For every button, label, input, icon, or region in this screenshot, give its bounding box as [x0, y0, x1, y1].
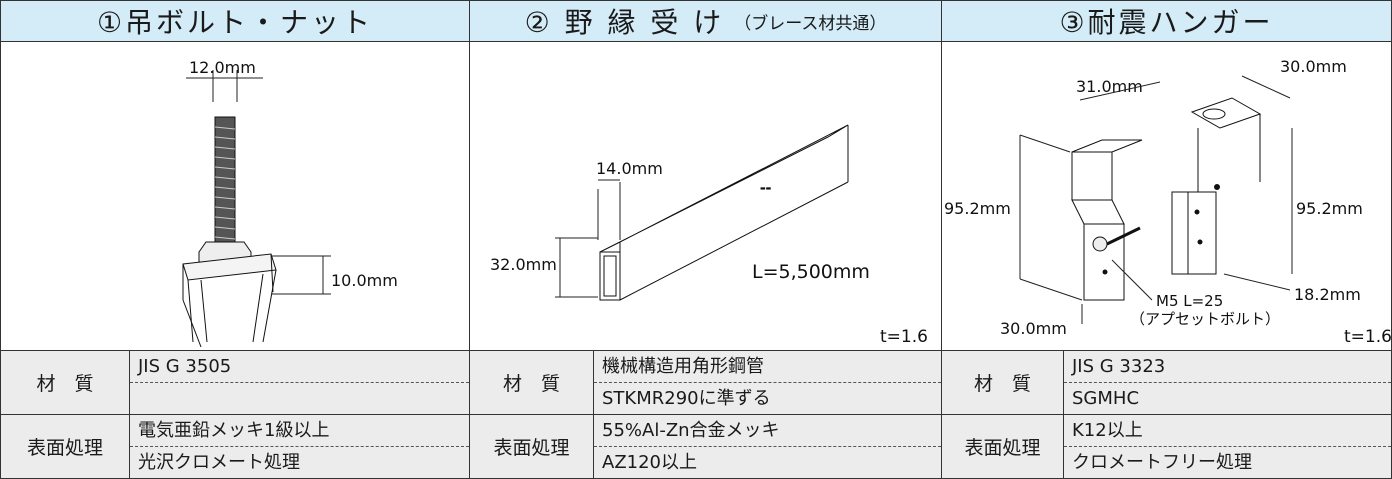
- hanger-height-right: 95.2mm: [1296, 199, 1363, 218]
- seismic-hanger-drawing: 31.0mm 30.0mm 95.2mm: [944, 57, 1392, 347]
- column-3-surface-label: 表面処理: [941, 414, 1064, 479]
- column-2-header: ② 野 縁 受 け （ブレース材共通）: [469, 0, 942, 42]
- column-1-title: ①吊ボルト・ナット: [96, 6, 374, 39]
- hanger-width-dim: 30.0mm: [1000, 319, 1067, 338]
- column-3-surface: K12以上 クロメートフリー処理: [1063, 414, 1392, 479]
- column-1-drawing-cell: 12.0mm: [0, 41, 470, 351]
- stamp-mark: ▬▬: [760, 185, 772, 192]
- column-2-surface-line-2: AZ120以上: [602, 452, 698, 473]
- column-1-material-line-2: [130, 383, 469, 415]
- column-2-drawing-cell: 14.0mm ▬▬ 32.0mm L=5,500mm t=1.6: [469, 41, 942, 351]
- column-3-material: JIS G 3323 SGMHC: [1063, 350, 1392, 415]
- column-3-drawing-cell: 31.0mm 30.0mm 95.2mm: [941, 41, 1392, 351]
- bolt-callout-line-1: M5 L=25: [1156, 292, 1223, 310]
- suspension-bolt-drawing: 12.0mm: [182, 58, 398, 348]
- column-2-material-label: 材 質: [469, 350, 594, 415]
- column-1-material-label: 材 質: [0, 350, 130, 415]
- column-2-material-line-1: 機械構造用角形鋼管: [594, 351, 941, 383]
- column-3-material-label: 材 質: [941, 350, 1064, 415]
- hanger-thickness: t=1.6: [1344, 327, 1392, 347]
- column-1-material: JIS G 3505: [129, 350, 470, 415]
- column-3-material-line-1: JIS G 3323: [1064, 351, 1391, 383]
- clip-height-dim: 10.0mm: [331, 271, 398, 290]
- column-3-material-line-2: SGMHC: [1072, 388, 1140, 409]
- column-3-surface-line-2: クロメートフリー処理: [1072, 452, 1252, 473]
- column-2-title-note: （ブレース材共通）: [734, 13, 887, 34]
- column-1-material-line-1: JIS G 3505: [130, 351, 469, 383]
- hanger-flange-dim: 18.2mm: [1294, 285, 1361, 304]
- column-2-surface-label: 表面処理: [469, 414, 594, 479]
- column-3-header: ③耐震ハンガー: [941, 0, 1392, 42]
- joist-width-dim: 14.0mm: [596, 159, 663, 178]
- column-1-surface-line-2: 光沢クロメート処理: [138, 452, 300, 473]
- joist-length: L=5,500mm: [752, 261, 870, 283]
- column-2-material: 機械構造用角形鋼管 STKMR290に準ずる: [593, 350, 942, 415]
- hanger-dim-a: 31.0mm: [1076, 77, 1143, 96]
- column-2-surface-line-1: 55%Al-Zn合金メッキ: [594, 415, 941, 447]
- ceiling-joist-receiver-drawing: 14.0mm ▬▬ 32.0mm L=5,500mm t=1.6: [490, 124, 928, 347]
- column-2-title: ② 野 縁 受 け: [524, 6, 725, 39]
- joist-thickness: t=1.6: [880, 327, 928, 347]
- column-1-surface-line-1: 電気亜鉛メッキ1級以上: [130, 415, 469, 447]
- bolt-callout-line-2: （アプセットボルト）: [1130, 310, 1280, 328]
- bolt-diameter-dim: 12.0mm: [189, 58, 256, 77]
- column-1-surface-label: 表面処理: [0, 414, 130, 479]
- column-2-surface: 55%Al-Zn合金メッキ AZ120以上: [593, 414, 942, 479]
- hanger-dim-b: 30.0mm: [1280, 57, 1347, 76]
- column-2-material-line-2: STKMR290に準ずる: [602, 388, 771, 409]
- column-1-surface: 電気亜鉛メッキ1級以上 光沢クロメート処理: [129, 414, 470, 479]
- column-3-surface-line-1: K12以上: [1064, 415, 1391, 447]
- hanger-height-left: 95.2mm: [944, 199, 1011, 218]
- joist-height-dim: 32.0mm: [490, 255, 557, 274]
- column-3-title: ③耐震ハンガー: [1059, 6, 1274, 39]
- column-1-header: ①吊ボルト・ナット: [0, 0, 470, 42]
